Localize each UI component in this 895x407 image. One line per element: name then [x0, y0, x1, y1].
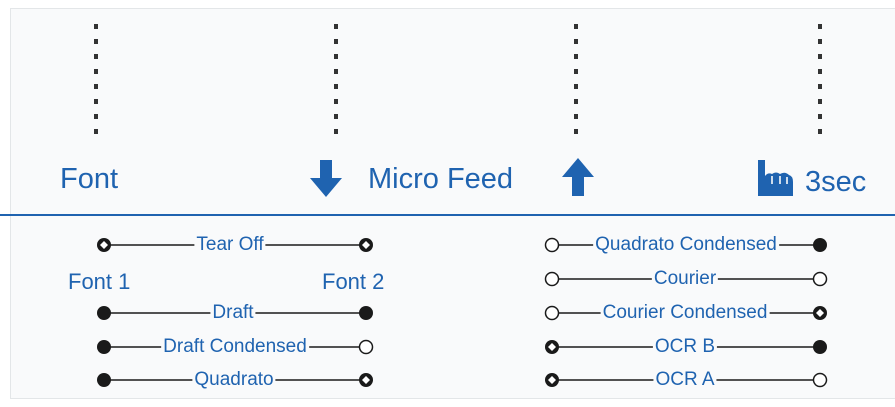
left-row-2-right-led-off	[358, 339, 374, 355]
dotted-separator-2	[334, 24, 338, 134]
left-row-1-left-led-on	[97, 306, 111, 320]
row-label-ocr-a: OCR A	[653, 369, 717, 391]
left-row-0-right-blink-mark	[362, 241, 370, 249]
right-row-4-left-blink-mark	[548, 376, 556, 384]
dotted-separator-3	[574, 24, 578, 134]
section-divider	[0, 214, 895, 216]
dotted-separator-4	[818, 24, 822, 134]
row-label-tear-off: Tear Off	[194, 234, 266, 256]
row-label-courier: Courier	[651, 268, 719, 290]
left-row-2-left-led-on	[97, 340, 111, 354]
left-row-3-left-led-on	[97, 373, 111, 387]
right-row-1-left-led-off	[544, 271, 560, 287]
right-row-2-right-blink-mark	[816, 309, 824, 317]
right-row-0-left-led-off	[544, 237, 560, 253]
row-label-draft-condensed: Draft Condensed	[161, 336, 309, 358]
row-label-draft: Draft	[210, 302, 256, 324]
font2-label: Font 2	[322, 269, 385, 294]
left-row-0-left-blink-mark	[100, 241, 108, 249]
right-row-3-left-blink-mark	[548, 343, 556, 351]
row-label-quadrato: Quadrato	[192, 369, 276, 391]
right-row-4-right-led-off	[812, 372, 828, 388]
hold-duration-label: 3sec	[805, 166, 867, 198]
left-row-3-right-blink-mark	[362, 376, 370, 384]
micro-feed-label: Micro Feed	[368, 163, 514, 195]
row-label-quadrato-condensed: Quadrato Condensed	[593, 234, 779, 256]
dotted-separator-1	[94, 24, 98, 134]
right-row-1-right-led-off	[812, 271, 828, 287]
row-label-courier-condensed: Courier Condensed	[600, 302, 770, 324]
arrow-up-icon	[562, 158, 594, 196]
font-button-label: Font	[60, 163, 119, 195]
font1-label: Font 1	[68, 269, 131, 294]
right-row-0-right-led-on	[813, 238, 827, 252]
arrow-down-icon	[310, 160, 342, 197]
right-row-2-left-led-off	[544, 305, 560, 321]
row-label-ocr-b: OCR B	[652, 336, 718, 358]
left-row-1-right-led-on	[359, 306, 373, 320]
printer-panel-diagram	[10, 8, 895, 399]
right-row-3-right-led-on	[813, 340, 827, 354]
press-hold-hand-icon	[758, 160, 793, 196]
